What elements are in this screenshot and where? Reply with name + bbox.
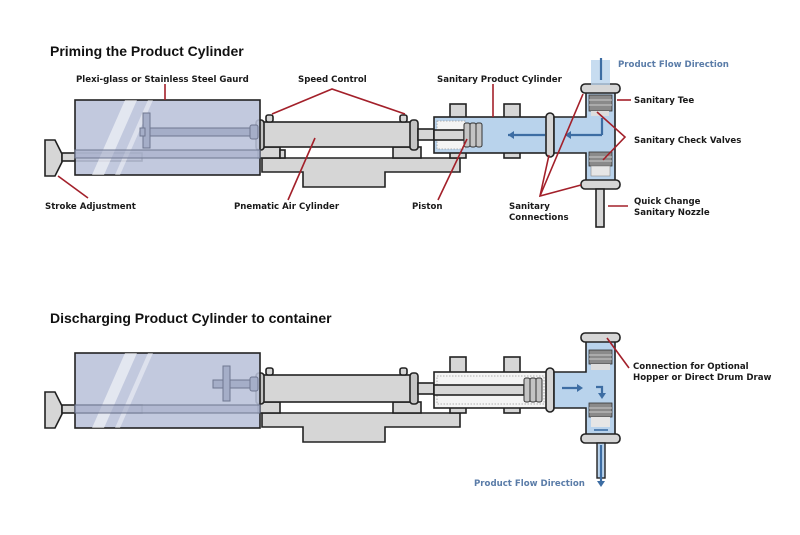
speed-control-knob: [265, 114, 274, 123]
sanitary-nozzle: [595, 188, 605, 228]
sanitary-product-cylinder: [433, 367, 555, 413]
label-sanitary-connections: Sanitary: [509, 202, 550, 212]
piston: [523, 377, 543, 403]
label-product-flow-direction: Product Flow Direction: [618, 60, 729, 70]
sanitary-connection-clamp: [545, 112, 555, 158]
sanitary-connection-clamp: [580, 83, 621, 94]
label-guard: Plexi-glass or Stainless Steel Gaurd: [76, 75, 249, 85]
priming-title: Priming the Product Cylinder: [50, 43, 244, 59]
label-connection: Connection for Optional: [633, 362, 749, 372]
sanitary-connection-clamp: [580, 433, 621, 444]
support-foot: [279, 149, 286, 159]
sanitary-product-cylinder: [433, 112, 555, 158]
check-valve: [588, 402, 613, 431]
discharging-section: Discharging Product Cylinder to containe…: [44, 310, 772, 489]
flow-arrow: [596, 385, 604, 395]
check-valve: [588, 94, 613, 116]
label-stroke-adjustment: Stroke Adjustment: [45, 202, 136, 212]
label-sanitary-connections-2: Connections: [509, 213, 569, 223]
pneumatic-air-cylinder: [255, 367, 435, 405]
machine-base: [261, 157, 461, 188]
speed-control-knob: [399, 114, 408, 123]
label-sanitary-check-valves: Sanitary Check Valves: [634, 136, 741, 146]
leader-line: [606, 337, 630, 369]
label-piston: Piston: [412, 202, 443, 212]
piston: [463, 122, 483, 148]
label-nozzle: Quick Change: [634, 197, 701, 207]
pneumatic-air-cylinder: [255, 114, 435, 151]
label-connection-2: Hopper or Direct Drum Draw: [633, 373, 772, 383]
discharging-title: Discharging Product Cylinder to containe…: [50, 310, 332, 326]
guard: [74, 99, 261, 176]
sanitary-tee: [553, 332, 621, 444]
label-sanitary-tee: Sanitary Tee: [634, 96, 694, 106]
leader-lines: [57, 84, 631, 207]
label-speed-control: Speed Control: [298, 75, 367, 85]
label-product-flow-direction: Product Flow Direction: [474, 479, 585, 489]
priming-section: Priming the Product Cylinder: [44, 43, 741, 228]
sanitary-connection-clamp: [580, 332, 621, 343]
guard: [74, 352, 261, 429]
check-valve: [588, 349, 613, 370]
sanitary-connection-clamp: [580, 179, 621, 190]
machine-base: [261, 412, 461, 443]
label-pneumatic-air-cylinder: Pnematic Air Cylinder: [234, 202, 340, 212]
label-nozzle-2: Sanitary Nozzle: [634, 208, 710, 218]
check-valve: [588, 151, 613, 177]
label-sanitary-product-cylinder: Sanitary Product Cylinder: [437, 75, 563, 85]
discharge-nozzle: [596, 442, 606, 487]
sanitary-tee: [553, 83, 621, 190]
